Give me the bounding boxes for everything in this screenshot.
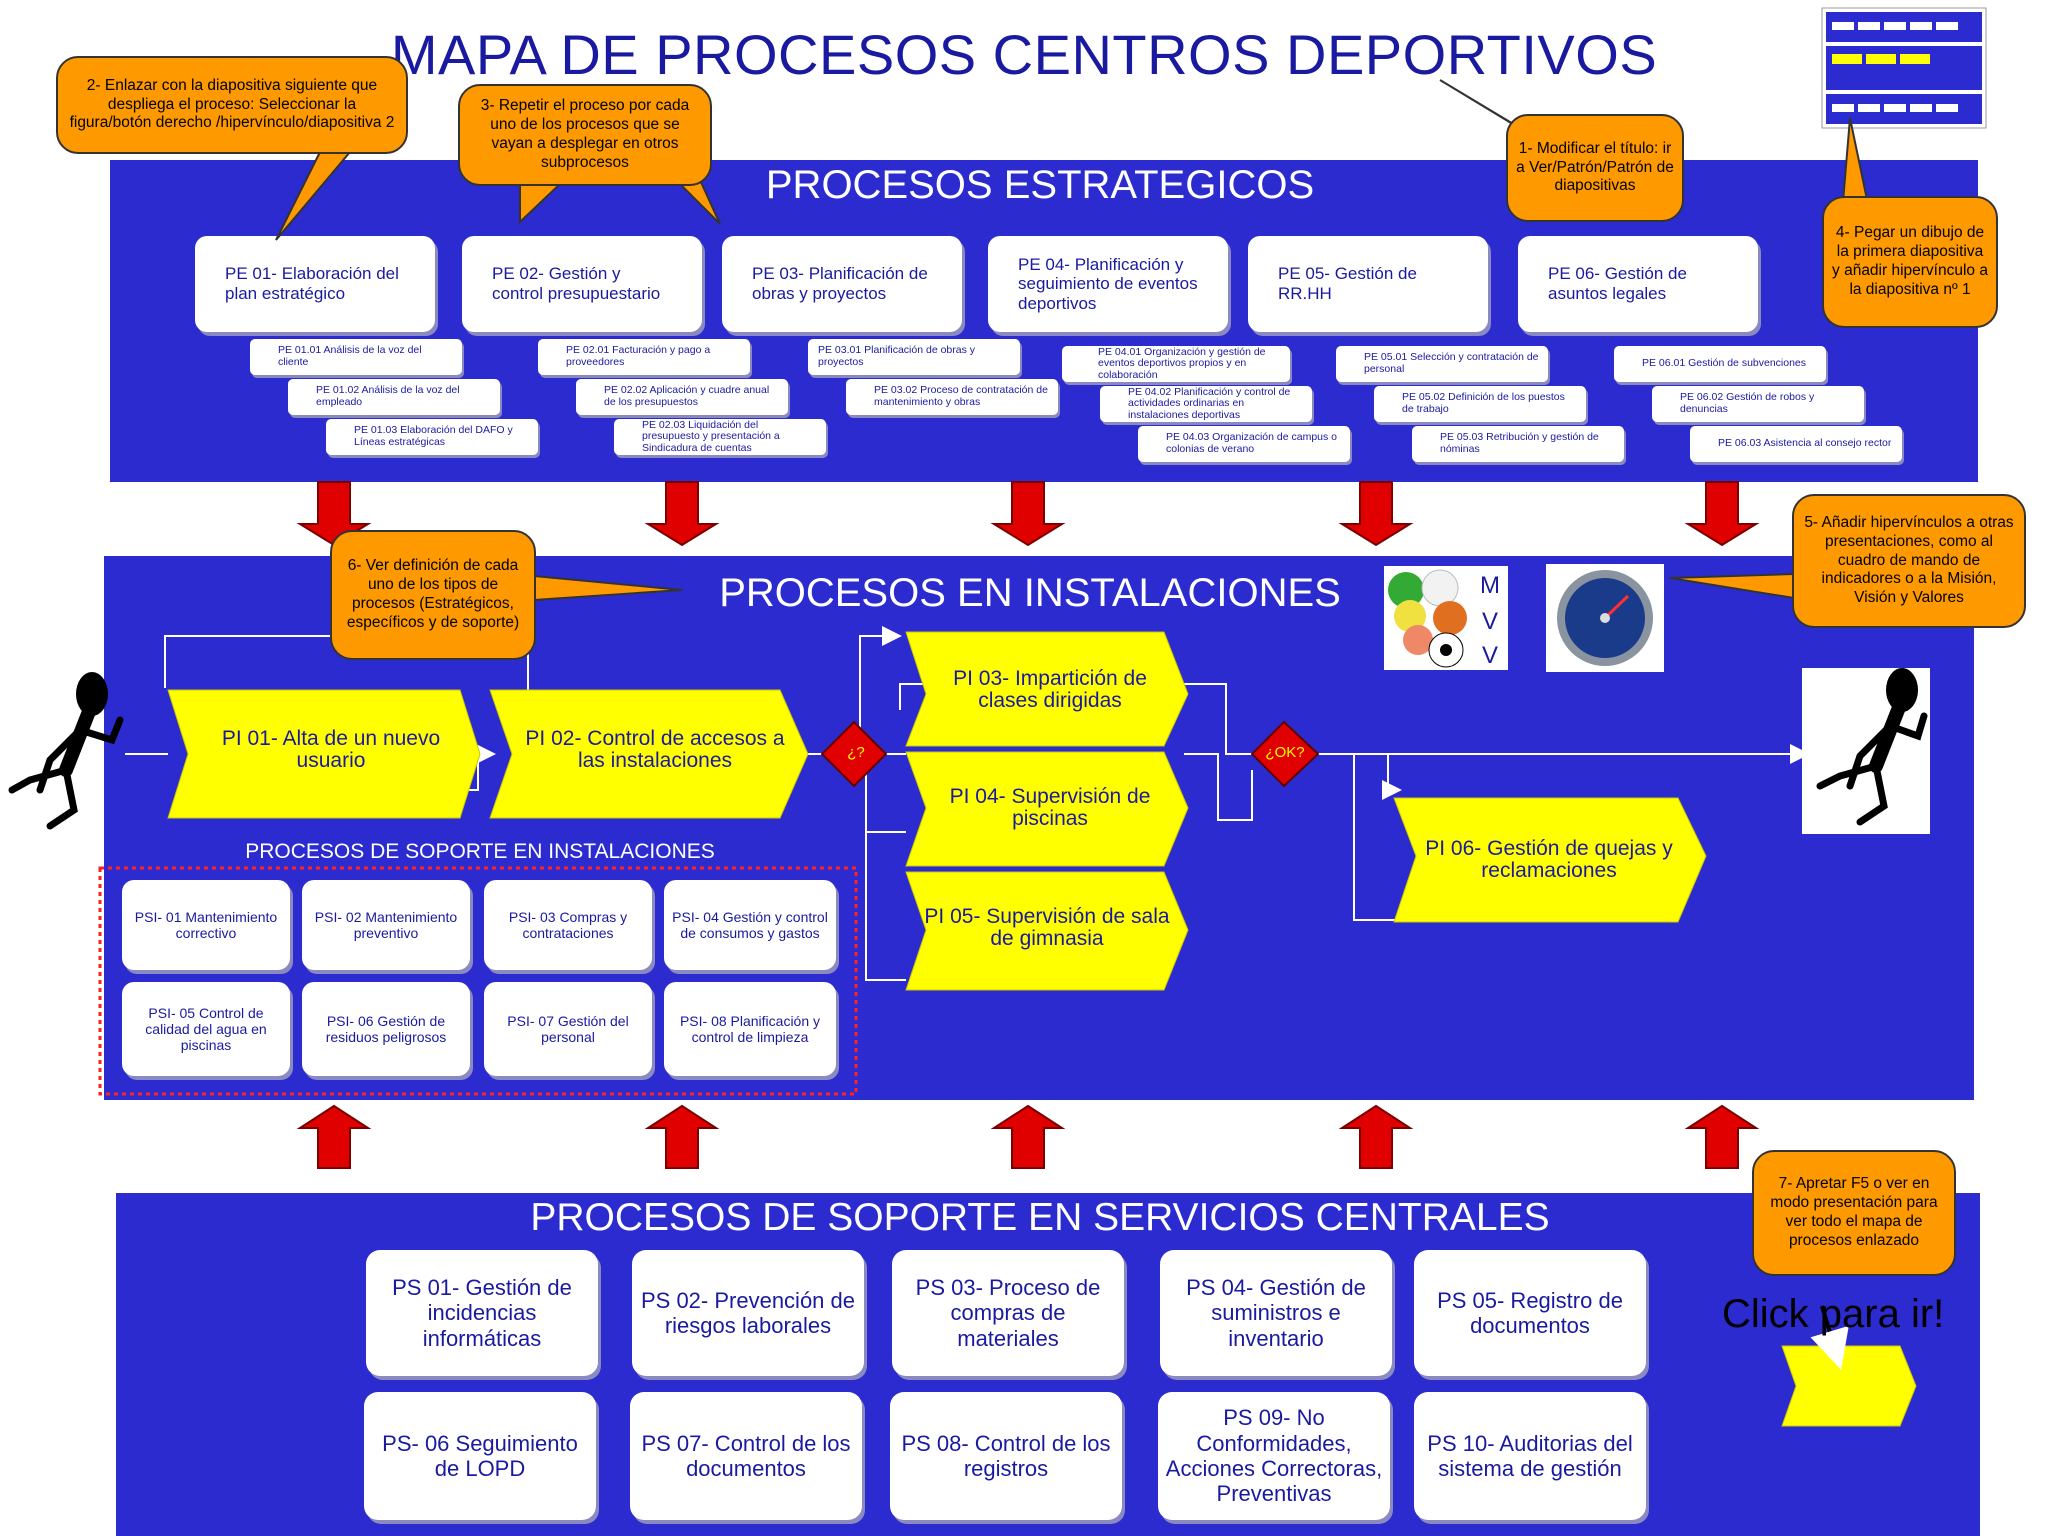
ps-04[interactable]: PS 04- Gestión de suministros e inventar… (1160, 1250, 1392, 1376)
note-6: 6- Ver definición de cada uno de los tip… (330, 530, 536, 660)
pi-06-chevron (1393, 797, 1707, 923)
pi-05-chevron (905, 871, 1189, 991)
note-5-tail (1669, 572, 1795, 600)
support-area-frame (98, 866, 858, 1096)
pe-05-box[interactable]: PE 05- Gestión de RR.HH (1248, 236, 1488, 332)
support-installations-title: PROCESOS DE SOPORTE EN INSTALACIONES (245, 840, 715, 863)
pe-04-01[interactable]: PE 04.01 Organización y gestión de event… (1062, 346, 1290, 382)
pe-03-01[interactable]: PE 03.01 Planificación de obras y proyec… (808, 339, 1020, 375)
ps-05[interactable]: PS 05- Registro de documentos (1414, 1250, 1646, 1376)
speedometer-icon (1557, 570, 1653, 666)
mvv-m[interactable]: M (1480, 572, 1500, 599)
pe-01-03[interactable]: PE 01.03 Elaboración del DAFO y Líneas e… (326, 419, 538, 455)
runner-left-icon (8, 672, 124, 830)
pe-05-03[interactable]: PE 05.03 Retribución y gestión de nómina… (1412, 426, 1624, 462)
mvv-v2[interactable]: V (1482, 642, 1499, 669)
pe-06-03[interactable]: PE 06.03 Asistencia al consejo rector (1690, 426, 1902, 462)
pi-02-label[interactable]: PI 02- Control de accesos a las instalac… (525, 727, 785, 773)
central-title: PROCESOS DE SOPORTE EN SERVICIOS CENTRAL… (530, 1196, 1550, 1239)
pi-01-chevron (167, 689, 481, 819)
pe-06-box[interactable]: PE 06- Gestión de asuntos legales (1518, 236, 1758, 332)
psi-05[interactable]: PSI- 05 Control de calidad del agua en p… (122, 982, 290, 1076)
psi-04[interactable]: PSI- 04 Gestión y control de consumos y … (664, 880, 836, 970)
ps-08[interactable]: PS 08- Control de los registros (890, 1392, 1122, 1520)
ps-03[interactable]: PS 03- Proceso de compras de materiales (892, 1250, 1124, 1376)
pe-02-box[interactable]: PE 02- Gestión y control presupuestario (462, 236, 702, 332)
psi-08[interactable]: PSI- 08 Planificación y control de limpi… (664, 982, 836, 1076)
decision-1-label: ¿? (847, 744, 865, 761)
pe-02-03[interactable]: PE 02.03 Liquidación del presupuesto y p… (614, 419, 826, 455)
up-arrow-4 (1338, 1104, 1414, 1169)
pi-01-label[interactable]: PI 01- Alta de un nuevo usuario (221, 727, 441, 773)
ps-07[interactable]: PS 07- Control de los documentos (630, 1392, 862, 1520)
note-3: 3- Repetir el proceso por cada uno de lo… (458, 84, 712, 186)
pi-03-chevron (905, 631, 1189, 747)
pi-06-label[interactable]: PI 06- Gestión de quejas y reclamaciones (1425, 837, 1673, 883)
pe-01-box[interactable]: PE 01- Elaboración del plan estratégico (195, 236, 435, 332)
ps-02[interactable]: PS 02- Prevención de riesgos laborales (632, 1250, 864, 1376)
pe-02-01[interactable]: PE 02.01 Facturación y pago a proveedore… (538, 339, 750, 375)
note-1: 1- Modificar el título: ir a Ver/Patrón/… (1506, 114, 1684, 222)
note-3-tail (519, 183, 563, 225)
ps-09[interactable]: PS 09- No Conformidades, Acciones Correc… (1158, 1392, 1390, 1520)
pe-03-box[interactable]: PE 03- Planificación de obras y proyecto… (722, 236, 962, 332)
pe-05-01[interactable]: PE 05.01 Selección y contratación de per… (1336, 346, 1548, 382)
pe-01-01[interactable]: PE 01.01 Análisis de la voz del cliente (250, 339, 462, 375)
psi-03[interactable]: PSI- 03 Compras y contrataciones (484, 880, 652, 970)
note-2-tail (275, 151, 353, 241)
pi-05-label[interactable]: PI 05- Supervisión de sala de gimnasia (924, 905, 1170, 951)
up-arrow-5 (1684, 1104, 1760, 1169)
ps-06[interactable]: PS- 06 Seguimiento de LOPD (364, 1392, 596, 1520)
pi-03-label[interactable]: PI 03- Impartición de clases dirigidas (953, 667, 1147, 713)
page-title: MAPA DE PROCESOS CENTROS DEPORTIVOS (390, 23, 1658, 86)
up-arrow-1 (296, 1104, 372, 1169)
note-4: 4- Pegar un dibujo de la primera diaposi… (1822, 196, 1998, 328)
up-arrow-3 (990, 1104, 1066, 1169)
note-7: 7- Apretar F5 o ver en modo presentación… (1752, 1150, 1956, 1276)
down-arrow-2 (644, 481, 720, 547)
note-3-tail2 (677, 178, 721, 225)
pe-06-01[interactable]: PE 06.01 Gestión de subvenciones (1614, 346, 1826, 382)
click-pointer-icon (1810, 1305, 1849, 1370)
thumbnail-slide-1 (1821, 7, 1987, 129)
pe-03-02[interactable]: PE 03.02 Proceso de contratación de mant… (846, 379, 1058, 415)
pe-04-03[interactable]: PE 04.03 Organización de campus o coloni… (1138, 426, 1350, 462)
decision-diamond-1 (820, 720, 888, 788)
psi-07[interactable]: PSI- 07 Gestión del personal (484, 982, 652, 1076)
ps-01[interactable]: PS 01- Gestión de incidencias informátic… (366, 1250, 598, 1376)
psi-01[interactable]: PSI- 01 Mantenimiento correctivo (122, 880, 290, 970)
decision-diamond-2 (1250, 720, 1320, 788)
up-arrow-2 (644, 1104, 720, 1169)
strategic-title: PROCESOS ESTRATEGICOS (765, 163, 1315, 207)
runner-right-icon (1816, 668, 1928, 826)
pe-05-02[interactable]: PE 05.02 Definición de los puestos de tr… (1374, 386, 1586, 422)
pe-04-02[interactable]: PE 04.02 Planificación y control de acti… (1100, 386, 1312, 422)
down-arrow-4 (1338, 481, 1414, 547)
ps-10[interactable]: PS 10- Auditorias del sistema de gestión (1414, 1392, 1646, 1520)
mvv-v1[interactable]: V (1482, 608, 1499, 635)
down-arrow-5 (1684, 481, 1760, 547)
pi-04-chevron (905, 751, 1189, 867)
installations-title: PROCESOS EN INSTALACIONES (719, 571, 1341, 615)
note-5: 5- Añadir hipervínculos a otras presenta… (1792, 494, 2026, 628)
balls-icon (1388, 569, 1467, 668)
pi-04-label[interactable]: PI 04- Supervisión de piscinas (949, 785, 1151, 831)
click-chevron (1781, 1345, 1917, 1427)
down-arrow-3 (990, 481, 1066, 547)
psi-06[interactable]: PSI- 06 Gestión de residuos peligrosos (302, 982, 470, 1076)
pe-01-02[interactable]: PE 01.02 Análisis de la voz del empleado (288, 379, 500, 415)
pe-06-02[interactable]: PE 06.02 Gestión de robos y denuncias (1652, 386, 1864, 422)
note-6-tail (533, 574, 683, 602)
click-label[interactable]: Click para ir! (1722, 1292, 1945, 1336)
pe-02-02[interactable]: PE 02.02 Aplicación y cuadre anual de lo… (576, 379, 788, 415)
decision-2-label: ¿OK? (1265, 744, 1305, 761)
pi-02-chevron (489, 689, 809, 819)
pe-04-box[interactable]: PE 04- Planificación y seguimiento de ev… (988, 236, 1228, 332)
note-2: 2- Enlazar con la diapositiva siguiente … (56, 56, 408, 154)
psi-02[interactable]: PSI- 02 Mantenimiento preventivo (302, 880, 470, 970)
